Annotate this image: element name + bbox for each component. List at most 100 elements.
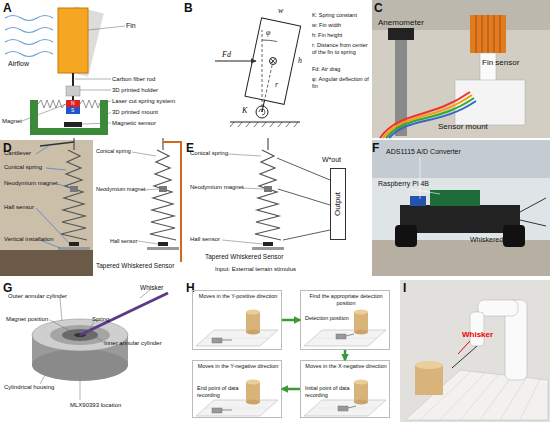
housing-drawing [32,349,128,381]
test-procedure [348,406,356,408]
leader-line [36,145,50,154]
fin-sensor-drawing [30,100,108,135]
test-procedure [304,310,386,347]
symbol-label: h [298,56,302,66]
robot-photo [410,157,440,199]
fin-sensor-photo [372,0,550,30]
legend-text: φ: Angular deflection of fin [312,76,370,89]
test-procedure [222,340,232,341]
sensor-schematic [277,158,330,240]
sensor-schematic [222,154,264,244]
sensor-schematic [283,230,330,240]
leader-line [88,26,125,30]
flow-arrow [282,388,300,391]
leader-line [46,168,66,170]
test-procedure [222,410,232,411]
part-label: Cantilever [4,150,31,157]
fin-sensor-drawing [58,8,88,73]
airflow-lines [5,40,53,45]
part-label: Hall sensor [110,238,138,245]
robot-photo [430,190,480,206]
symbol-label: K [242,106,247,116]
step-box: Find the appropriate detection positionD… [300,290,390,350]
robot-photo [372,140,550,178]
sensor-schematic [278,189,330,205]
test-procedure [212,408,222,413]
part-label: Anemometer [378,18,424,28]
fin-sensor-drawing [66,86,80,96]
point-note: Initial point of data recording [305,385,351,398]
fin-sensor-drawing [64,122,82,127]
test-procedure [196,380,278,417]
test-procedure [212,334,348,413]
fin-sensor-photo [386,98,474,138]
symbol-label: w [278,6,283,16]
symbol-label: W*out [322,156,341,164]
sensor-schematic [242,188,264,189]
test-procedure [304,380,386,417]
fin-sensor-drawing [66,100,80,107]
step-text: Moves in the Y-negative direction [195,363,281,370]
part-label: Hall sensor [4,204,34,211]
part-label: Fin sensor [482,58,519,68]
part-label: Spring [92,316,109,323]
part-label: Conical spring [96,148,131,155]
step-box: Moves in the X-negative directionInitial… [300,360,390,418]
sensor-schematic [222,138,330,250]
whisker-sensor-photo [0,140,93,276]
part-label: Whiskered Robot [470,236,524,244]
leader-line [106,112,111,115]
panel-letter: F [372,141,379,155]
fin-sensor-photo [372,0,550,138]
legend-text: Fd: Air drag [312,66,370,73]
pole-mark: S [71,107,74,113]
whisker-sensor-drawing [132,152,156,156]
airflow-lines [5,16,53,57]
whisker-sensor-drawing [163,142,181,262]
part-label: ADS1115 A/D Converter [386,148,461,156]
legend-text: h: Fin height [312,32,370,39]
panel-letter: H [186,281,195,295]
part-label: Magnet [2,118,22,125]
panel-letter: B [184,1,193,15]
part-label: Inner annular cylinder [104,340,162,347]
leader-line [58,184,70,188]
part-label: Input: External terrain stimulus [215,266,296,273]
part-label: Neodymium magnet [96,186,145,193]
symbol-label: Fd [222,50,231,60]
leader-line [36,145,70,248]
arm-photo [415,361,443,369]
leader-line [80,90,111,91]
robot-photo [372,140,550,276]
housing-drawing [96,337,104,343]
robot-photo [410,189,440,194]
fin-sensor-drawing [59,6,104,76]
sensor-schematic [252,138,284,250]
fin-sensor-photo [480,53,496,83]
airflow-lines [5,16,53,21]
legend-text: K: Spring constant [312,12,370,19]
part-label: Airflow [8,60,29,68]
step-box: Moves in the Y-positive direction [192,290,282,350]
fin-sensor-photo [470,15,506,53]
part-label: Neodymium magnet [190,184,244,191]
legend-text: w: Fin width [312,22,370,29]
whisker-sensor-drawing [138,241,158,244]
panel-letter: A [3,1,12,15]
part-label: Magnetic sensor [112,120,156,127]
airflow-lines [5,52,53,57]
robot-photo [395,225,417,247]
step-text: Moves in the X-negative direction [303,363,389,370]
part-label: Conical spring [190,150,228,157]
arm-photo [470,312,484,346]
test-procedure [336,334,346,339]
part-label: Tapered Whiskered Sensor [205,253,283,261]
housing-drawing [32,290,168,400]
housing-drawing [80,380,81,400]
whisker-sensor-photo [58,138,90,250]
arm-photo [478,300,518,316]
fin-model-drawing [215,60,256,61]
robot-photo [410,196,426,206]
